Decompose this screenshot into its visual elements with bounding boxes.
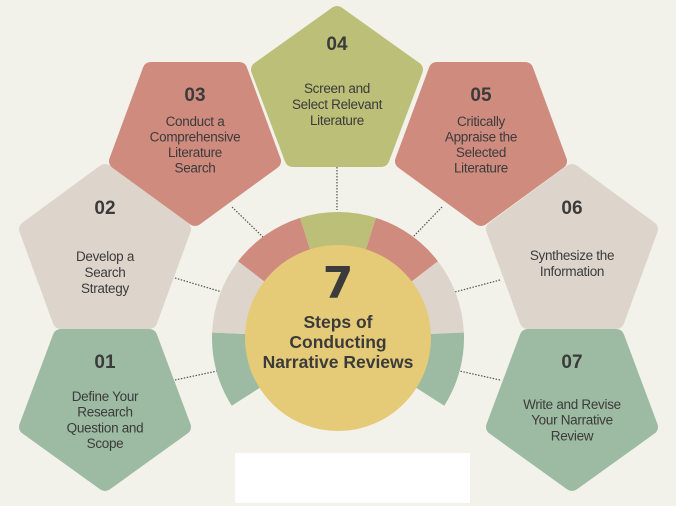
step-label-line: Strategy bbox=[81, 281, 129, 296]
center-title-line-2: Conducting bbox=[289, 332, 386, 352]
pentagon-shape bbox=[19, 164, 191, 329]
connectors bbox=[174, 164, 501, 381]
step-label-line: Comprehensive bbox=[150, 130, 241, 145]
step-number: 03 bbox=[184, 85, 205, 106]
step-number: 07 bbox=[561, 352, 582, 373]
step-label-line: Write and Revise bbox=[523, 397, 621, 412]
step-label-line: Appraise the bbox=[445, 130, 517, 145]
step-label-line: Synthesize the bbox=[530, 248, 614, 263]
connector-line-07 bbox=[454, 369, 501, 381]
center-number: 7 bbox=[323, 258, 354, 309]
step-label-line: Define Your bbox=[72, 389, 139, 404]
step-label-line: Literature bbox=[310, 113, 364, 128]
connector-line-06 bbox=[454, 279, 501, 293]
ring-segment-03 bbox=[238, 217, 311, 284]
ring-segment-04 bbox=[300, 212, 376, 253]
step-label-line: Selected bbox=[456, 145, 506, 160]
connector-line-05 bbox=[411, 206, 443, 239]
center-circle bbox=[245, 245, 431, 431]
pentagon-shape bbox=[251, 6, 423, 167]
pentagon-shape bbox=[486, 164, 658, 329]
step-ring bbox=[212, 212, 464, 406]
ring-segment-01 bbox=[212, 332, 263, 406]
step-label-line: Literature bbox=[168, 145, 222, 160]
step-label-line: Research bbox=[77, 405, 132, 420]
step-label-line: Critically bbox=[457, 114, 506, 129]
step-number: 06 bbox=[561, 198, 582, 219]
blank-white-box bbox=[235, 453, 470, 503]
step-number: 01 bbox=[94, 352, 116, 373]
center-title-line-1: Steps of bbox=[303, 312, 372, 332]
ring-segment-06 bbox=[409, 261, 464, 335]
step-label-line: Conduct a bbox=[166, 114, 226, 129]
pentagon-shape bbox=[109, 62, 281, 226]
pentagon-shape bbox=[486, 329, 658, 491]
step-number: 04 bbox=[326, 34, 348, 55]
step-label-line: Scope bbox=[87, 436, 124, 451]
ring-segment-02 bbox=[212, 261, 267, 335]
connector-line-03 bbox=[231, 206, 265, 239]
step-label-line: Develop a bbox=[76, 249, 135, 264]
step-label-line: Your Narrative bbox=[531, 413, 613, 428]
step-label-line: Select Relevant bbox=[292, 97, 383, 112]
step-label-line: Screen and bbox=[304, 81, 370, 96]
step-label-line: Review bbox=[551, 428, 594, 443]
step-label-line: Search bbox=[175, 161, 216, 176]
pentagon-shape bbox=[395, 62, 567, 226]
step-label-line: Literature bbox=[454, 161, 508, 176]
ring-segment-07 bbox=[413, 332, 464, 406]
step-label-line: Information bbox=[540, 264, 604, 279]
pentagon-shape bbox=[19, 329, 191, 491]
center-title-line-3: Narrative Reviews bbox=[263, 352, 414, 372]
step-label-line: Question and bbox=[67, 420, 144, 435]
step-label-line: Search bbox=[85, 265, 126, 280]
connector-line-01 bbox=[174, 369, 223, 381]
step-number: 05 bbox=[470, 85, 492, 106]
connector-line-02 bbox=[174, 277, 223, 293]
step-number: 02 bbox=[94, 198, 115, 219]
ring-segment-05 bbox=[365, 217, 438, 284]
